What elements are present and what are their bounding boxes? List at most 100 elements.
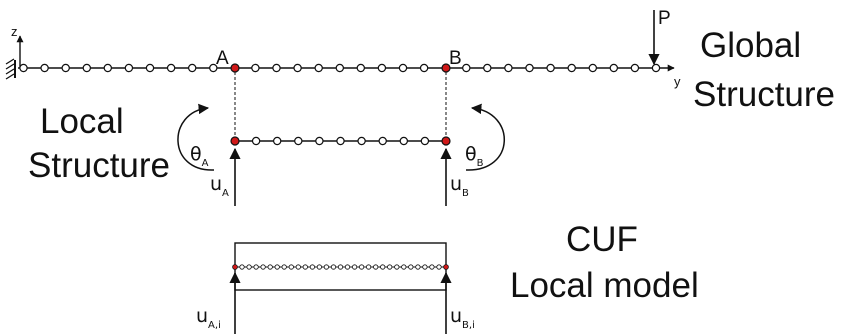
cuf-node	[351, 264, 358, 270]
cuf-title-2: Local model	[510, 266, 699, 305]
cuf-end-node-b	[443, 264, 449, 270]
cuf-node	[337, 264, 344, 270]
load-label: P	[658, 8, 671, 29]
node-a	[230, 63, 240, 73]
rotation-arrow-a-icon	[177, 103, 215, 171]
cuf-node	[387, 264, 393, 270]
cuf-node	[302, 264, 308, 270]
local-beam-nodes	[251, 136, 430, 146]
global-structure-title-2: Structure	[693, 75, 835, 114]
beam-node	[546, 63, 555, 73]
cuf-node	[330, 264, 337, 270]
cuf-node	[281, 264, 287, 270]
cuf-local-model: uA,i uB,i CUF Local model	[196, 220, 699, 334]
beam-node	[272, 63, 281, 73]
beam-node	[588, 63, 598, 73]
cuf-node	[394, 264, 400, 270]
beam-node	[651, 63, 661, 73]
cuf-nodes	[239, 264, 442, 270]
cuf-node	[295, 264, 301, 270]
axis-y-label: y	[674, 74, 681, 89]
local-beam-node	[315, 136, 324, 146]
local-beam-node	[399, 136, 408, 146]
beam-node	[462, 63, 471, 73]
local-beam-node	[357, 136, 366, 146]
local-node-a	[230, 136, 240, 146]
cuf-node	[380, 264, 386, 270]
beam-node	[166, 63, 176, 73]
cuf-node	[253, 264, 259, 270]
theta-a-label: θA	[190, 143, 209, 169]
local-beam-node	[420, 136, 430, 146]
cuf-node	[246, 264, 252, 270]
cuf-node	[365, 264, 372, 270]
beam-node	[124, 63, 134, 73]
cuf-node	[358, 264, 365, 270]
beam-node	[630, 63, 640, 73]
local-beam-node	[294, 136, 303, 146]
cuf-node	[422, 264, 428, 270]
global-structure: z y A B P Global Structure	[5, 8, 835, 114]
beam-node	[187, 63, 197, 73]
beam-node	[314, 63, 323, 73]
beam-node	[145, 63, 155, 73]
beam-node	[209, 63, 218, 73]
u-b-label: uB	[450, 173, 469, 199]
local-beam-node	[251, 136, 261, 146]
beam-node	[40, 63, 49, 73]
rotation-arrow-b-icon	[465, 103, 505, 171]
node-b-label: B	[449, 48, 462, 69]
cuf-node	[288, 264, 294, 270]
beam-node	[251, 63, 260, 73]
cuf-node	[316, 264, 322, 270]
u-b-i-label: uB,i	[450, 305, 475, 331]
global-structure-title-1: Global	[700, 26, 801, 65]
local-structure-title-2: Structure	[28, 146, 170, 185]
axis-z-label: z	[11, 24, 18, 39]
beam-node	[567, 63, 576, 73]
local-beam-node	[273, 136, 282, 146]
beam-node	[398, 63, 408, 73]
local-structure: Local Structure θA θB uA uB	[28, 102, 505, 206]
theta-b-label: θB	[465, 143, 484, 169]
cuf-end-node-a	[232, 264, 238, 270]
cuf-node	[415, 264, 421, 270]
beam-node	[103, 63, 113, 73]
cuf-node	[408, 264, 414, 270]
beam-node	[335, 63, 344, 73]
cuf-node	[267, 264, 273, 270]
local-node-b	[441, 136, 451, 146]
cuf-node	[260, 264, 266, 270]
cuf-node	[373, 264, 379, 270]
beam-node	[504, 63, 513, 73]
beam-node	[419, 63, 429, 73]
cuf-node	[344, 264, 351, 270]
local-beam-node	[378, 136, 387, 146]
beam-node	[377, 63, 387, 73]
cuf-title-1: CUF	[566, 220, 638, 259]
beam-node	[609, 63, 619, 73]
u-a-i-label: uA,i	[196, 305, 221, 331]
u-a-label: uA	[210, 173, 229, 199]
local-beam-node	[336, 136, 345, 146]
cuf-node	[323, 264, 329, 270]
cuf-node	[239, 264, 245, 270]
cuf-node	[274, 264, 280, 270]
local-structure-title-1: Local	[40, 102, 124, 141]
node-a-label: A	[216, 48, 229, 69]
beam-node	[483, 63, 492, 73]
beam-node	[293, 63, 302, 73]
fixed-support-icon	[5, 58, 16, 80]
beam-node	[525, 63, 534, 73]
beam-node	[356, 63, 365, 73]
cuf-node	[436, 264, 442, 270]
cuf-node	[309, 264, 315, 270]
coordinate-axes: z y	[11, 24, 681, 89]
cuf-node	[429, 264, 435, 270]
beam-node	[61, 63, 70, 73]
cuf-node	[401, 264, 407, 270]
beam-node	[82, 63, 92, 73]
global-beam-nodes	[19, 63, 661, 73]
